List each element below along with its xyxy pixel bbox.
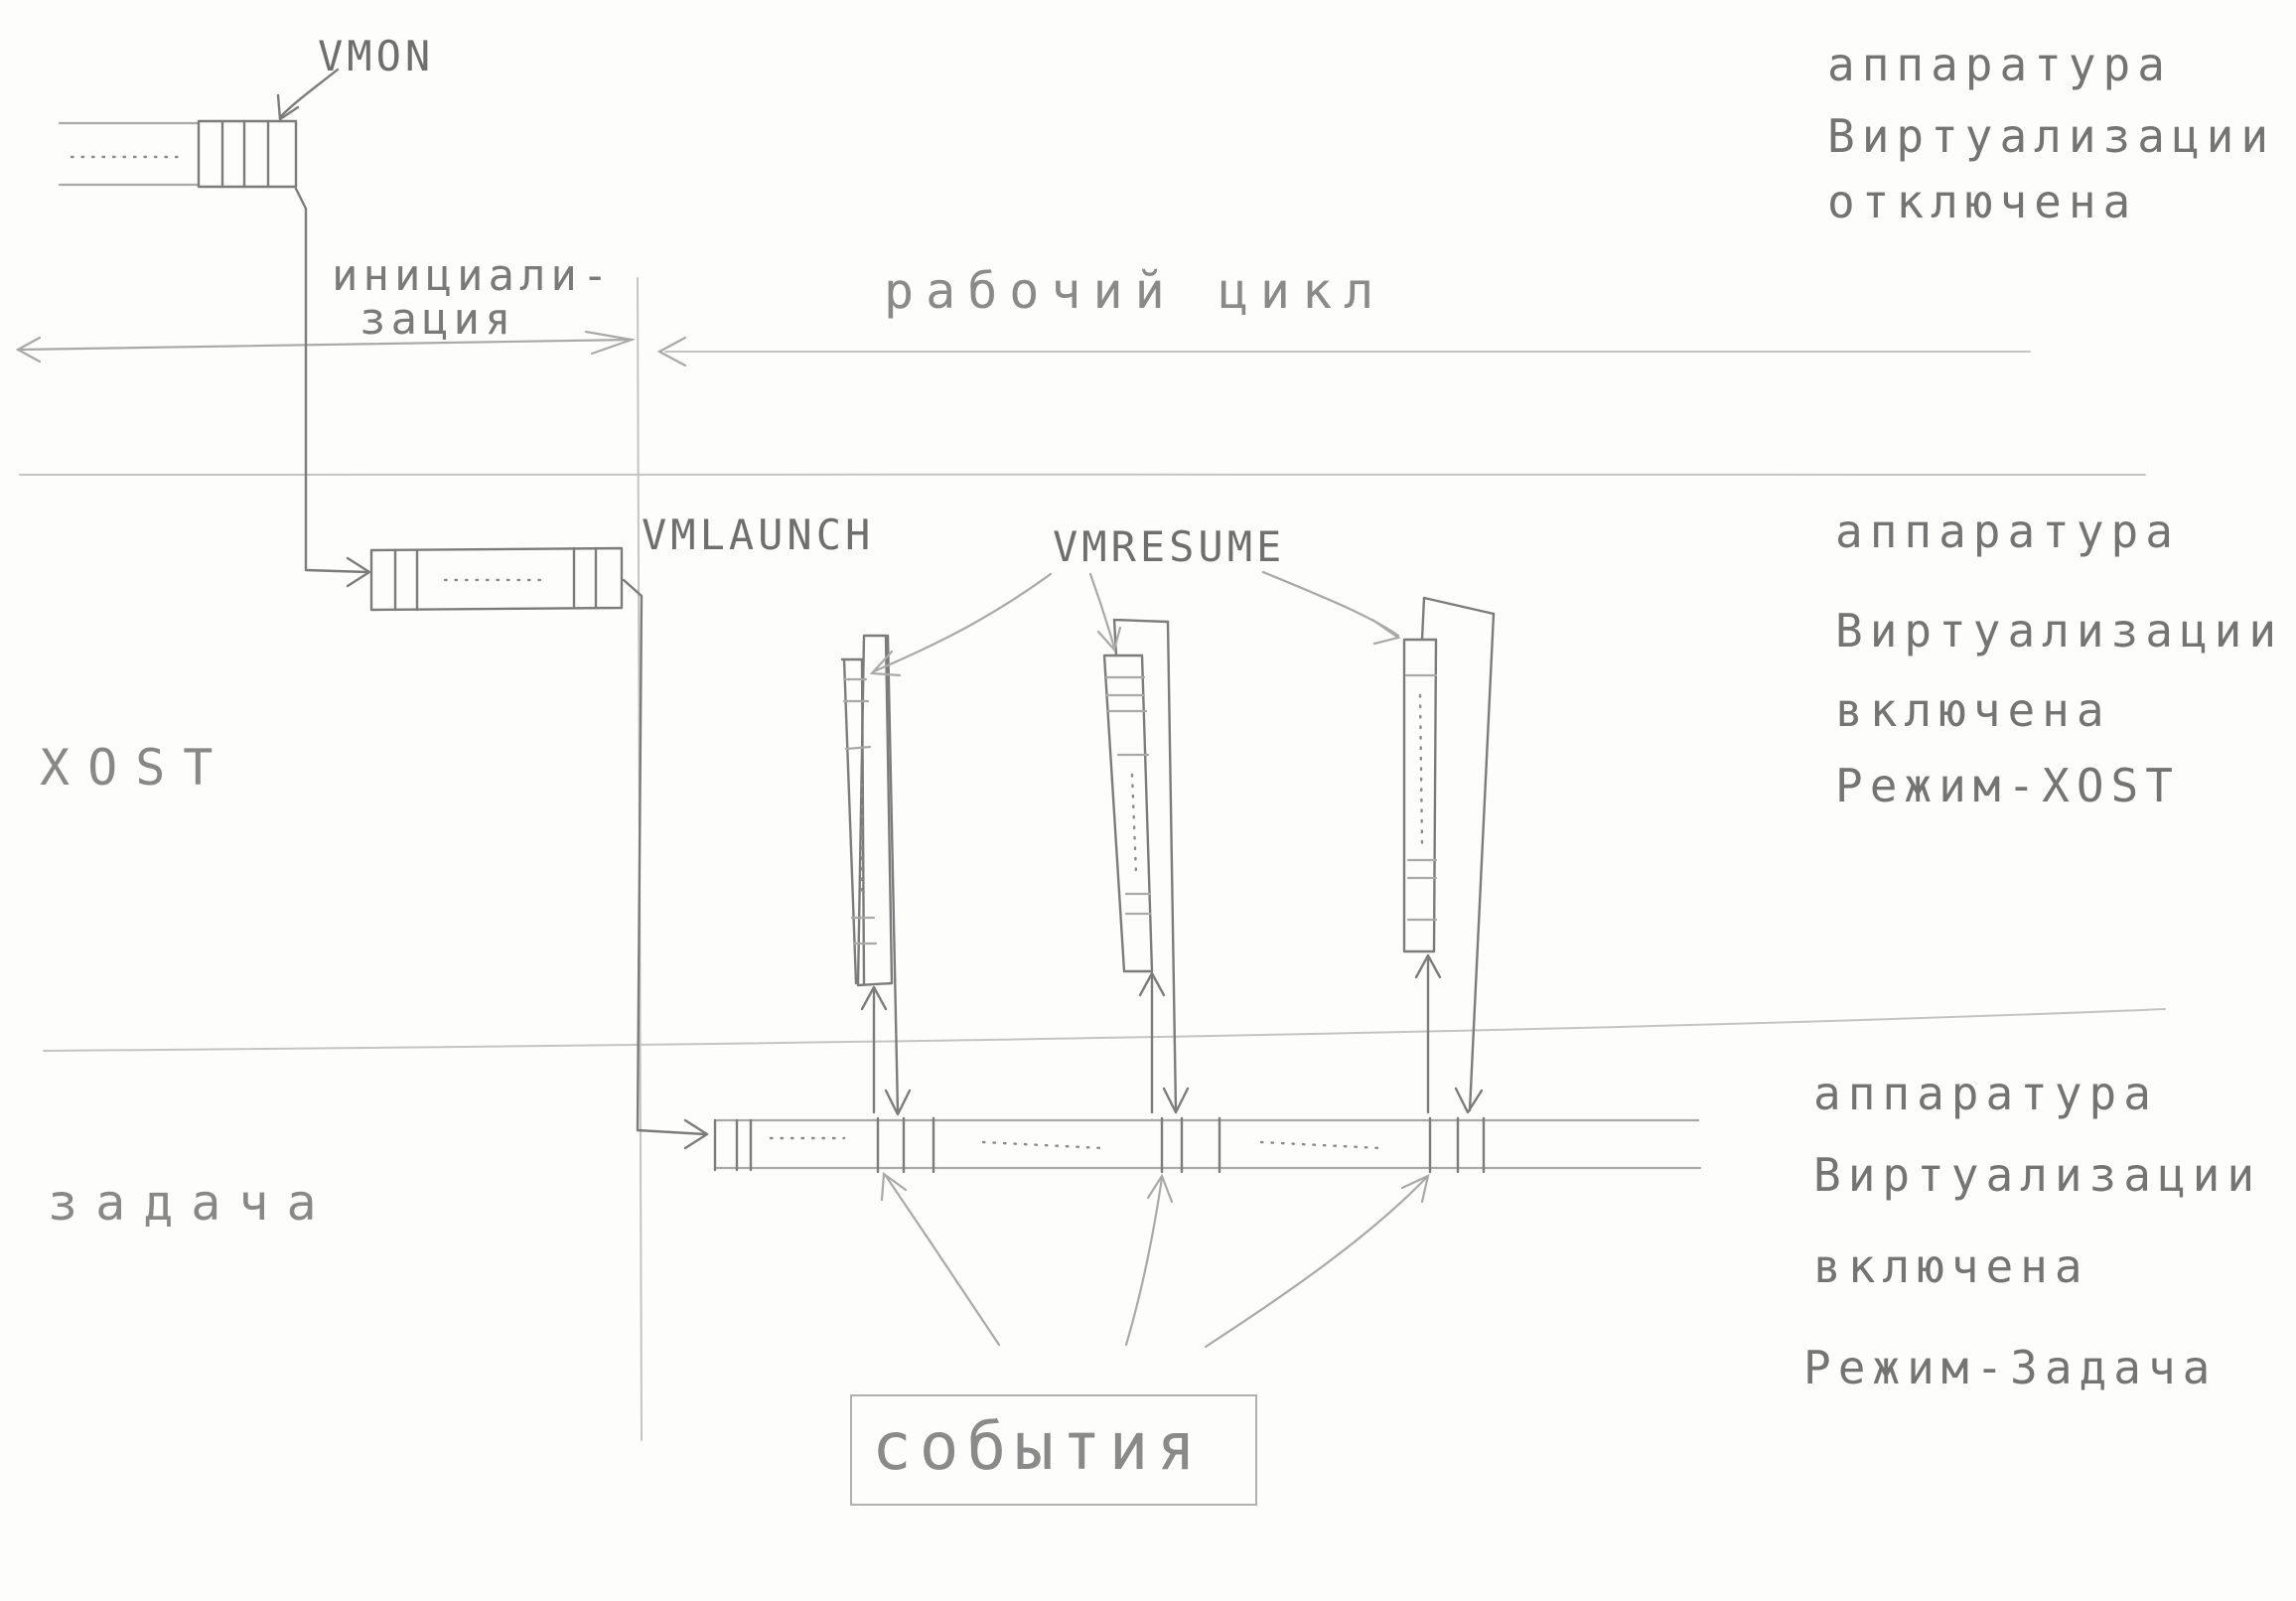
vmon-pointer-arrow xyxy=(278,68,340,119)
vmresume-pointer-3-head xyxy=(1370,618,1401,646)
vmlaunch-label: VMLAUNCH xyxy=(642,510,875,559)
event-arrow-1 xyxy=(884,1174,1001,1347)
host-handler-1 xyxy=(840,634,894,987)
hw-host-line1: аппаратура xyxy=(1835,505,2180,558)
init-arrow-left-head xyxy=(15,336,42,364)
vmresume-pointer-3 xyxy=(1261,570,1400,638)
vmresume-pointer-1-head xyxy=(869,650,902,677)
vmresume-label: VMRESUME xyxy=(1053,522,1286,571)
init-arrow-right-head xyxy=(584,330,637,356)
guest-mode-label: задача xyxy=(48,1174,335,1232)
events-box: события xyxy=(850,1394,1257,1506)
connector-host-to-guest xyxy=(622,578,707,1136)
handler-1-exit-line xyxy=(886,634,900,1114)
connector-init-to-host xyxy=(294,187,369,574)
separator-off-host xyxy=(19,472,2146,478)
hw-off-line1: аппаратура xyxy=(1827,38,2172,91)
init-double-arrow xyxy=(18,338,634,352)
hw-guest-line1: аппаратура xyxy=(1813,1067,2158,1120)
handler-3-exit-head xyxy=(1454,1087,1484,1114)
event-arrow-2-head xyxy=(1146,1173,1174,1204)
connector-host-to-guest-head xyxy=(683,1118,709,1150)
vmresume-pointer-2 xyxy=(1088,572,1116,650)
working-cycle-arrow-head xyxy=(656,336,687,367)
host-handler-3 xyxy=(1402,596,1496,953)
handler-1-exit-head xyxy=(884,1089,912,1116)
handler-3-resume-head xyxy=(1414,953,1442,979)
hw-off-line2: Виртуализации xyxy=(1827,109,2276,163)
stream-guest xyxy=(713,1116,1702,1174)
hw-host-line4: Режим-ХОST xyxy=(1835,759,2180,812)
hw-guest-line3: включена xyxy=(1813,1239,2089,1293)
handler-3-exit-line xyxy=(1468,612,1496,1112)
handler-2-exit-line xyxy=(1166,620,1178,1112)
stream-initial xyxy=(58,119,298,189)
vmresume-pointer-1 xyxy=(872,572,1053,673)
handler-2-exit-head xyxy=(1162,1087,1190,1114)
working-cycle-label: рабочий цикл xyxy=(884,262,1386,320)
handler-2-resume-head xyxy=(1138,971,1166,997)
event-arrow-2 xyxy=(1124,1176,1164,1347)
vmon-pointer-head xyxy=(276,93,300,121)
init-label-line1: инициали- xyxy=(332,250,614,301)
event-arrow-1-head xyxy=(880,1171,908,1202)
vmon-label: VMON xyxy=(318,32,435,80)
hw-host-line2: Виртуализации xyxy=(1835,604,2284,657)
event-arrow-3 xyxy=(1204,1176,1428,1349)
hw-host-line3: включена xyxy=(1835,683,2111,737)
handler-1-resume-head xyxy=(860,985,888,1011)
event-arrow-3-head xyxy=(1400,1174,1430,1204)
vmresume-pointer-2-head xyxy=(1096,626,1122,653)
hw-guest-line2: Виртуализации xyxy=(1813,1148,2262,1202)
events-label: события xyxy=(872,1408,1205,1485)
working-cycle-line xyxy=(664,350,2031,354)
hw-off-line3: отключена xyxy=(1827,175,2138,228)
separator-host-guest xyxy=(43,1008,2166,1052)
connector-init-to-host-head xyxy=(346,556,371,588)
hw-guest-line4: Режим-Задача xyxy=(1803,1341,2218,1394)
host-handler-2 xyxy=(1102,618,1170,973)
host-mode-label: XOST xyxy=(40,739,231,797)
stream-host-main xyxy=(369,546,624,612)
init-label-line2: зация xyxy=(359,294,516,345)
